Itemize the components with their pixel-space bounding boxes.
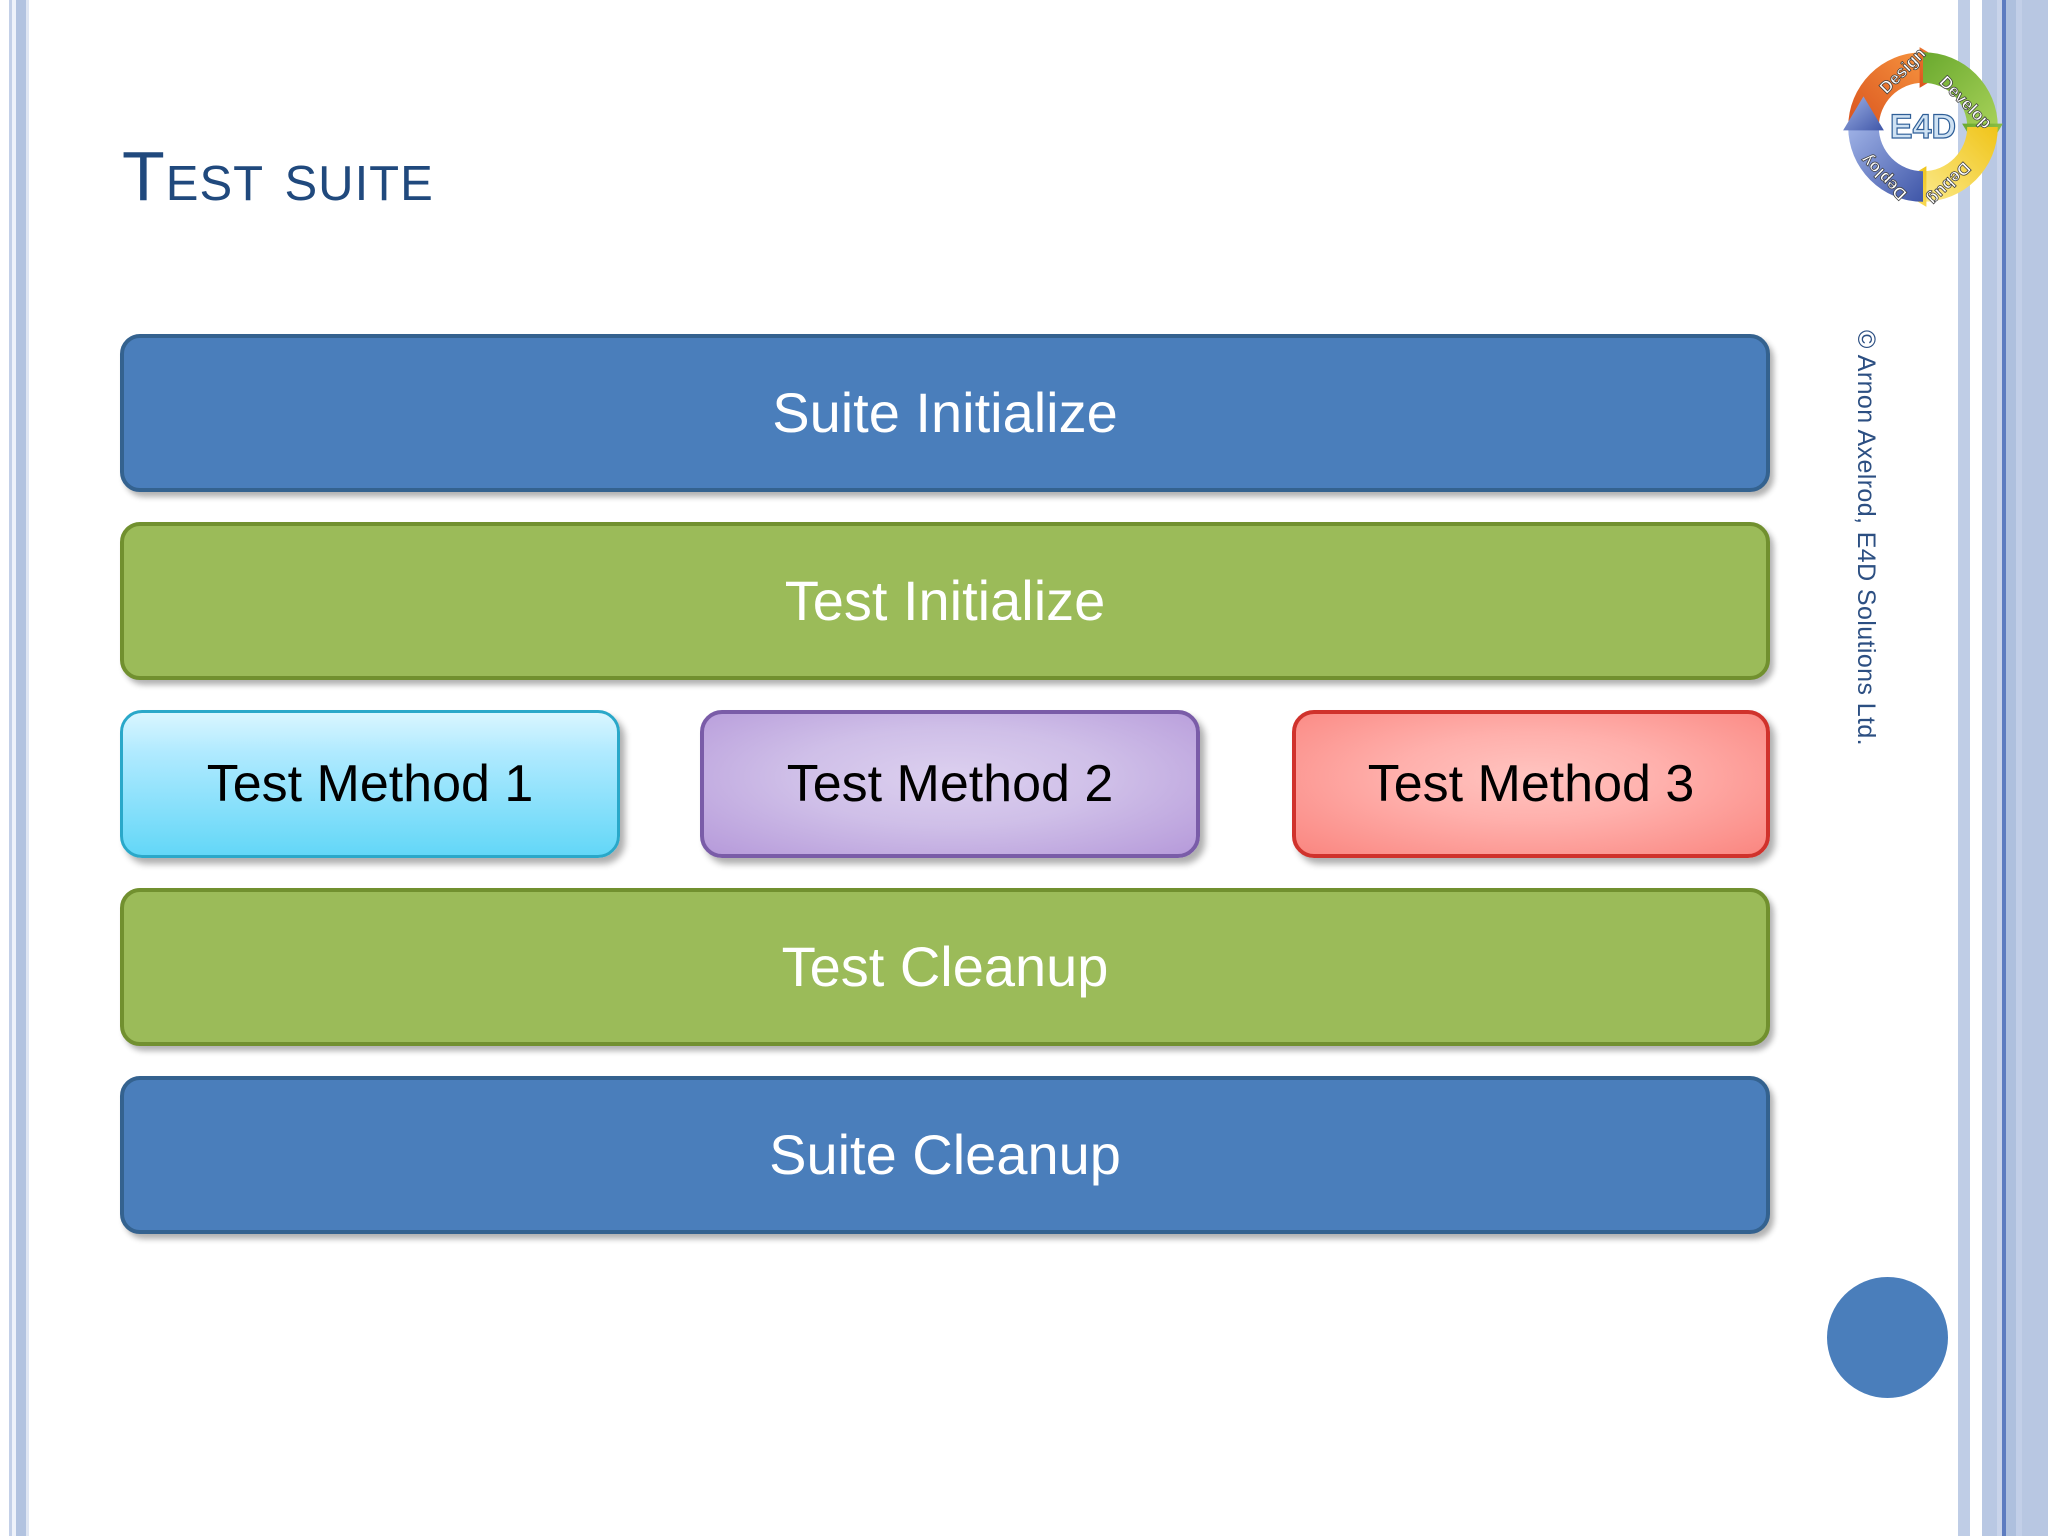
right-stripe-3 bbox=[1982, 0, 1997, 1536]
bar-label: Test Method 1 bbox=[206, 755, 534, 813]
left-stripe-3 bbox=[16, 0, 26, 1536]
bar-label: Suite Initialize bbox=[772, 381, 1118, 444]
right-stripe-4 bbox=[1997, 0, 2002, 1536]
test-method-row: Test Method 1 Test Method 2 Test Method … bbox=[120, 710, 1770, 858]
box-test-method-3[interactable]: Test Method 3 bbox=[1292, 710, 1770, 858]
box-test-method-1[interactable]: Test Method 1 bbox=[120, 710, 620, 858]
left-stripe-1 bbox=[9, 0, 12, 1536]
bar-label: Test Method 2 bbox=[786, 755, 1114, 813]
right-stripe-5 bbox=[2002, 0, 2006, 1536]
box-test-method-2[interactable]: Test Method 2 bbox=[700, 710, 1200, 858]
page-title: Test suite bbox=[122, 137, 434, 215]
row-gap bbox=[120, 492, 1770, 522]
bar-label: Test Cleanup bbox=[781, 935, 1109, 998]
left-stripe-2 bbox=[12, 0, 16, 1536]
bar-label: Suite Cleanup bbox=[769, 1123, 1121, 1186]
corner-decoration-dot bbox=[1827, 1277, 1948, 1398]
logo-segment-deploy bbox=[1843, 96, 1923, 202]
right-stripe-1 bbox=[1958, 0, 1970, 1536]
e4d-cycle-logo-icon: Design Develop Debug Deploy E4D bbox=[1838, 42, 2008, 212]
right-stripe-6 bbox=[2006, 0, 2016, 1536]
left-stripe-4 bbox=[26, 0, 29, 1536]
bar-test-initialize[interactable]: Test Initialize bbox=[120, 522, 1770, 680]
bar-suite-cleanup[interactable]: Suite Cleanup bbox=[120, 1076, 1770, 1234]
bar-suite-initialize[interactable]: Suite Initialize bbox=[120, 334, 1770, 492]
copyright-notice: © Arnon Axelrod, E4D Solutions Ltd. bbox=[1852, 330, 1880, 746]
right-stripe-7 bbox=[2016, 0, 2022, 1536]
bar-test-cleanup[interactable]: Test Cleanup bbox=[120, 888, 1770, 1046]
bar-label: Test Method 3 bbox=[1367, 755, 1695, 813]
logo-center-label: E4D bbox=[1890, 108, 1956, 146]
bar-label: Test Initialize bbox=[784, 569, 1106, 632]
right-stripe-2 bbox=[1970, 0, 1982, 1536]
right-stripe-8 bbox=[2022, 0, 2048, 1536]
row-gap bbox=[120, 1046, 1770, 1076]
test-suite-diagram: Suite Initialize Test Initialize Test Me… bbox=[120, 334, 1770, 1234]
